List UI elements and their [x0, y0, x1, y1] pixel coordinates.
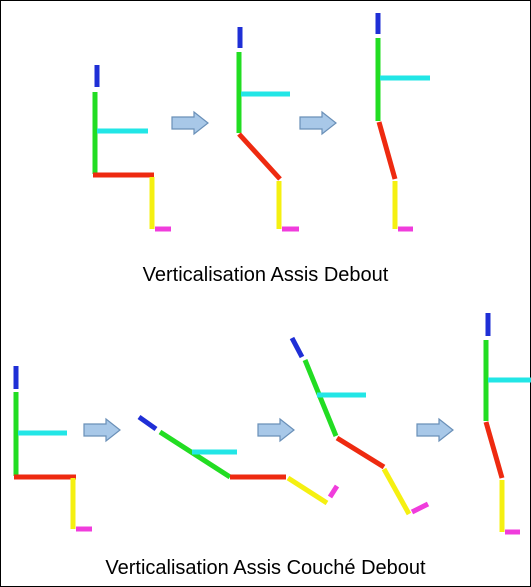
right-arrow-icon: [171, 110, 209, 136]
figure-lying: [137, 414, 340, 506]
thigh-segment: [483, 421, 505, 479]
caption-sit-to-stand: Verticalisation Assis Debout: [142, 264, 389, 286]
head-segment: [289, 336, 305, 359]
foot-segment: [410, 501, 430, 515]
figure-getting-up: [289, 336, 430, 516]
figure-sitting-1: [92, 65, 171, 232]
shank-segment: [381, 467, 412, 516]
thigh-segment: [335, 435, 386, 470]
figure-sitting-2: [13, 366, 92, 532]
figure-standing-2: [483, 313, 531, 535]
thigh-segment: [376, 121, 398, 180]
caption-sit-lie-stand: Verticalisation Assis Couché Debout: [105, 557, 426, 579]
foot-segment: [327, 484, 340, 499]
trunk-segment: [302, 359, 339, 437]
right-arrow-icon: [83, 417, 121, 443]
thigh-segment: [237, 132, 282, 181]
shank-segment: [286, 475, 329, 506]
figure-standing-1: [375, 13, 430, 232]
head-segment: [137, 414, 158, 432]
right-arrow-icon: [416, 417, 454, 443]
figure-rising: [236, 27, 299, 232]
right-arrow-icon: [257, 417, 295, 443]
right-arrow-icon: [299, 110, 337, 136]
